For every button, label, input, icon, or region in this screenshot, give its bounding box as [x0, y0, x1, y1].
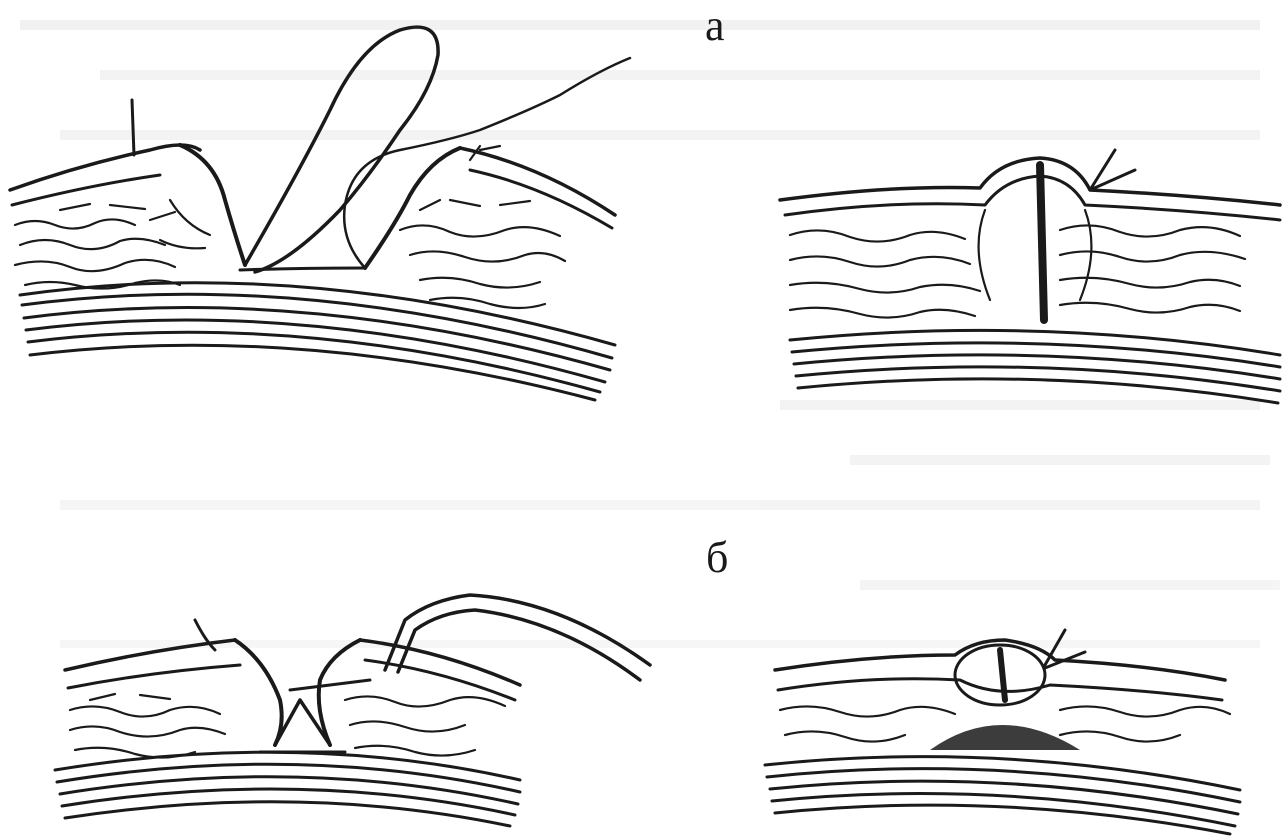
panel-label-b: б: [706, 536, 728, 580]
panel-label-a: а: [705, 4, 725, 48]
